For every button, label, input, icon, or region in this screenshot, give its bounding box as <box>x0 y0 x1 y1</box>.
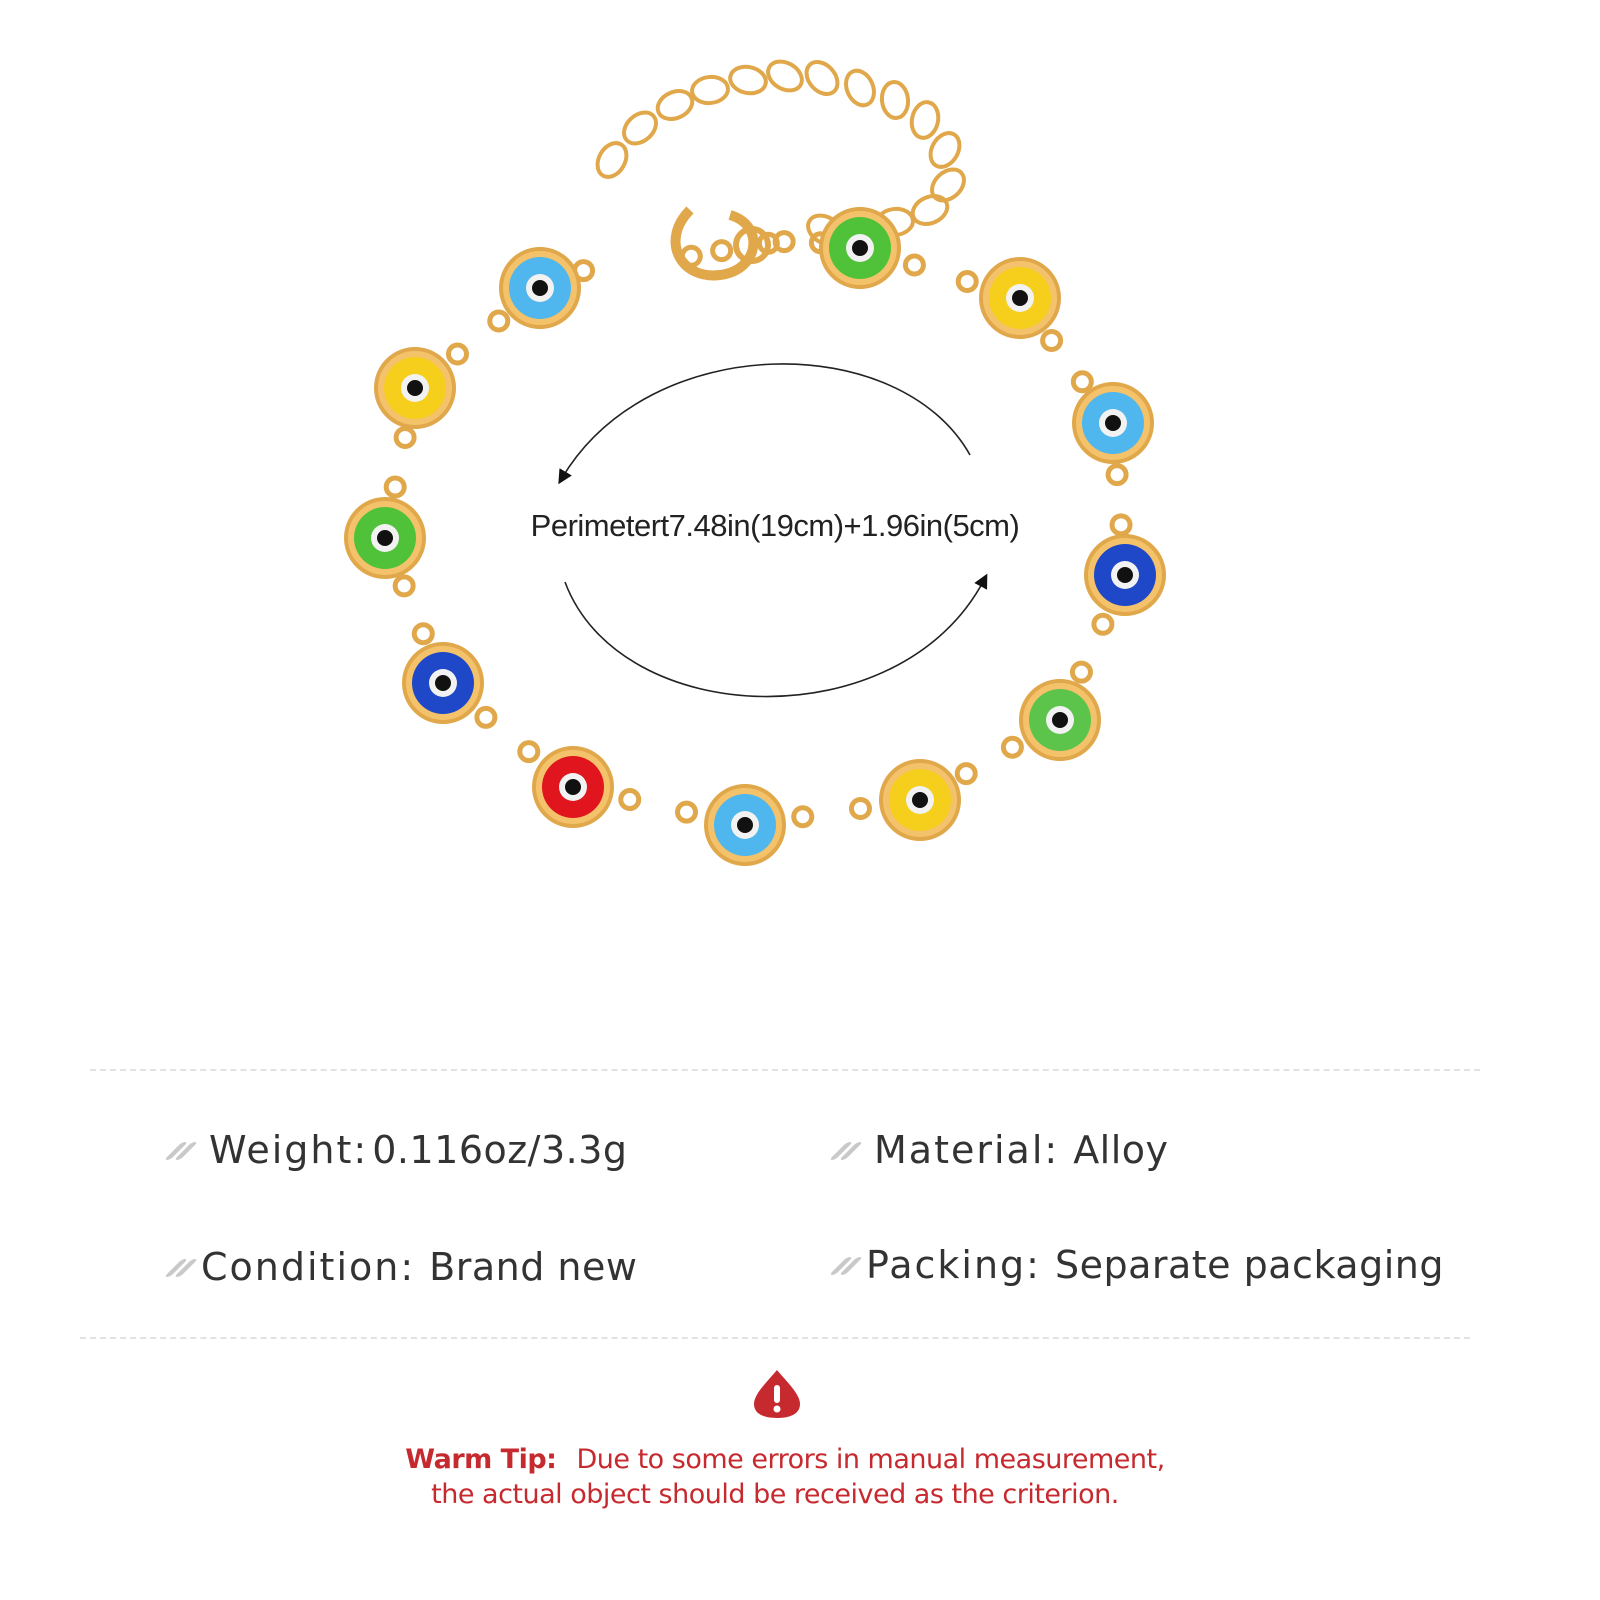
extension-chain-link <box>910 194 950 226</box>
warning-drop-icon <box>754 1370 800 1418</box>
chain-link <box>392 574 416 598</box>
chain-link <box>1040 329 1064 352</box>
evil-eye-bead <box>499 247 581 329</box>
chain-link <box>393 426 417 449</box>
spec-label: Condition: <box>201 1245 416 1289</box>
spec-material: Material: Alloy <box>829 1128 1169 1172</box>
chain-link <box>446 342 469 366</box>
evil-eye-bead <box>979 257 1061 339</box>
spec-weight: Weight:0.116oz/3.3g <box>164 1128 628 1172</box>
chain-link <box>517 740 541 764</box>
slash-bullet-icon <box>164 1140 198 1160</box>
chain-link <box>487 309 511 333</box>
chain-link <box>1091 612 1115 636</box>
chain-link <box>1109 513 1133 537</box>
chain-link <box>618 788 642 812</box>
evil-eye-bead <box>374 347 456 429</box>
extension-chain-link <box>622 110 658 146</box>
evil-eye-bead <box>402 642 484 724</box>
warm-tip-text-2: the actual object should be received as … <box>431 1479 1119 1510</box>
evil-eye-bead <box>532 746 614 828</box>
bracelet-illustration <box>344 59 1166 866</box>
lower-arrow <box>564 573 988 698</box>
chain-link <box>791 805 815 829</box>
spec-label: Weight: <box>209 1128 369 1172</box>
spec-label: Material: <box>874 1128 1060 1172</box>
spec-value: Separate packaging <box>1054 1243 1444 1287</box>
extension-chain-link <box>728 64 768 96</box>
chain-link <box>675 800 699 824</box>
extension-chain-link <box>690 74 730 106</box>
divider-top <box>90 1069 1480 1071</box>
evil-eye-bead <box>819 207 901 289</box>
extension-chain-link <box>804 60 840 96</box>
spec-condition: Condition: Brand new <box>164 1245 638 1289</box>
extension-chain-link <box>655 89 695 121</box>
chain-link <box>1070 370 1094 394</box>
bracelet-beads <box>344 207 1166 866</box>
evil-eye-bead <box>1072 382 1154 464</box>
bracelet-chain <box>383 59 1133 829</box>
extension-chain-link <box>928 131 962 169</box>
lobster-clasp <box>670 206 771 281</box>
extension-chain-link <box>595 141 629 179</box>
chain-link <box>954 762 978 786</box>
spec-label: Packing: <box>866 1243 1041 1287</box>
divider-bottom <box>80 1337 1470 1339</box>
warm-tip-title: Warm Tip: <box>405 1444 557 1475</box>
extension-chain-link <box>879 80 911 120</box>
slash-bullet-icon <box>164 1257 198 1277</box>
chain-link <box>955 270 979 293</box>
evil-eye-bead <box>1019 679 1101 761</box>
chain-link <box>474 705 498 729</box>
evil-eye-bead <box>704 784 786 866</box>
evil-eye-bead <box>879 759 961 841</box>
warm-tip-line1: Warm Tip: Due to some errors in manual me… <box>0 1442 1570 1477</box>
chain-link <box>1069 660 1093 684</box>
evil-eye-bead <box>1084 534 1166 616</box>
chain-link <box>902 253 926 277</box>
spec-value: Alloy <box>1073 1128 1169 1172</box>
slash-bullet-icon <box>829 1255 863 1275</box>
perimeter-label: Perimetert7.48in(19cm)+1.96in(5cm) <box>530 508 1020 543</box>
spec-value: 0.116oz/3.3g <box>372 1128 628 1172</box>
extension-chain-link <box>766 59 804 93</box>
chain-link <box>1000 735 1024 759</box>
chain-link <box>383 475 407 499</box>
chain-link <box>849 797 872 820</box>
extension-chain-link <box>844 68 876 108</box>
extension-chain-link <box>930 167 966 203</box>
spec-value: Brand new <box>429 1245 638 1289</box>
slash-bullet-icon <box>829 1140 863 1160</box>
chain-link <box>411 622 435 646</box>
evil-eye-bead <box>344 497 426 579</box>
spec-packing: Packing: Separate packaging <box>829 1243 1444 1287</box>
chain-link <box>710 239 734 263</box>
extension-chain-link <box>909 100 941 140</box>
warm-tip-text-1: Due to some errors in manual measurement… <box>576 1444 1165 1475</box>
upper-arrow <box>558 363 971 485</box>
chain-link <box>1105 463 1129 487</box>
